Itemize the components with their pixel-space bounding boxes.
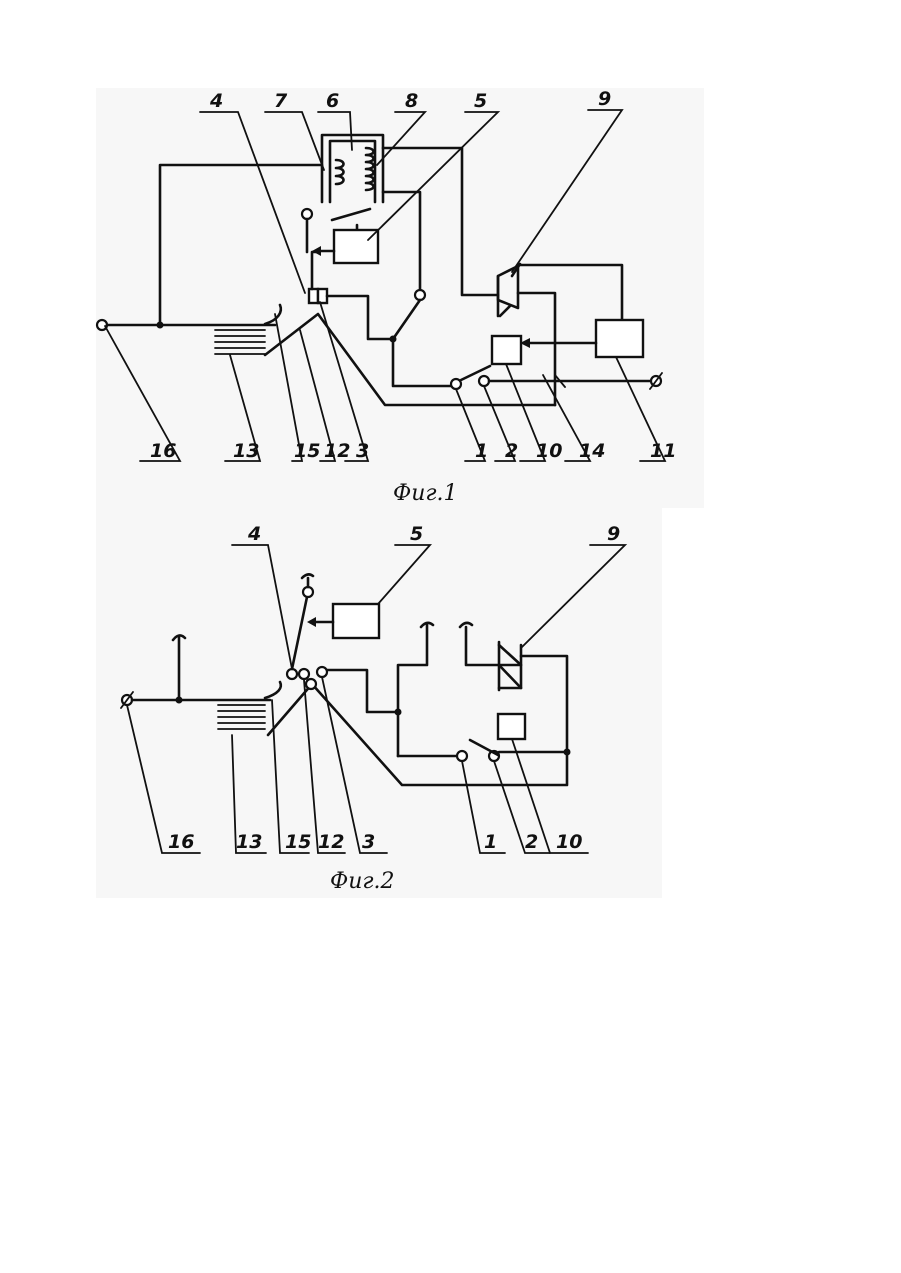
label-10-fig1: 10 — [536, 440, 562, 462]
label-15-fig2: 15 — [285, 831, 311, 853]
label-13-fig2: 13 — [236, 831, 262, 853]
label-12-fig2: 12 — [318, 831, 344, 853]
label-5-fig2: 5 — [410, 523, 423, 545]
contact-3 — [318, 289, 327, 303]
figure-2-caption: Фиг.2 — [330, 869, 395, 894]
block-5-fig2 — [333, 604, 379, 638]
label-12-fig1: 12 — [324, 440, 350, 462]
label-10-fig2: 10 — [556, 831, 582, 853]
label-14-fig1: 14 — [579, 440, 605, 462]
label-4-fig1: 4 — [209, 90, 223, 112]
contact-4 — [309, 289, 318, 303]
label-9-fig1: 9 — [598, 88, 611, 110]
label-6-fig1: 6 — [326, 90, 339, 112]
lever-pivot — [303, 587, 313, 597]
label-2-fig1: 2 — [505, 440, 518, 462]
label-3-fig1: 3 — [356, 440, 369, 462]
label-16-fig2: 16 — [168, 831, 194, 853]
label-11-fig1: 11 — [650, 440, 676, 462]
contact-ring-d — [306, 679, 316, 689]
label-1-fig1: 1 — [475, 440, 488, 462]
switch-contact-2 — [479, 376, 489, 386]
figure-1-caption: Фиг.1 — [393, 481, 458, 506]
contact-ring-upper — [415, 290, 425, 300]
switch-contact-1 — [451, 379, 461, 389]
label-1-fig2: 1 — [484, 831, 497, 853]
label-15-fig1: 15 — [294, 440, 320, 462]
relay-contact-ring — [302, 209, 312, 219]
label-3-fig2: 3 — [362, 831, 375, 853]
contact-ring-c — [317, 667, 327, 677]
label-5-fig1: 5 — [474, 90, 487, 112]
label-2-fig2: 2 — [525, 831, 538, 853]
block-10-fig2 — [498, 714, 525, 739]
label-9-fig2: 9 — [607, 523, 620, 545]
label-16-fig1: 16 — [150, 440, 176, 462]
contact-ring-a — [287, 669, 297, 679]
coil-8 — [366, 148, 374, 190]
contact-ring-b — [299, 669, 309, 679]
block-5 — [334, 230, 378, 263]
label-13-fig1: 13 — [233, 440, 259, 462]
label-7-fig1: 7 — [274, 90, 288, 112]
block-11 — [596, 320, 643, 357]
scan-region-fig1 — [96, 88, 704, 508]
block-10 — [492, 336, 521, 364]
switch-contact-1-fig2 — [457, 751, 467, 761]
label-4-fig2: 4 — [247, 523, 261, 545]
label-8-fig1: 8 — [405, 90, 418, 112]
